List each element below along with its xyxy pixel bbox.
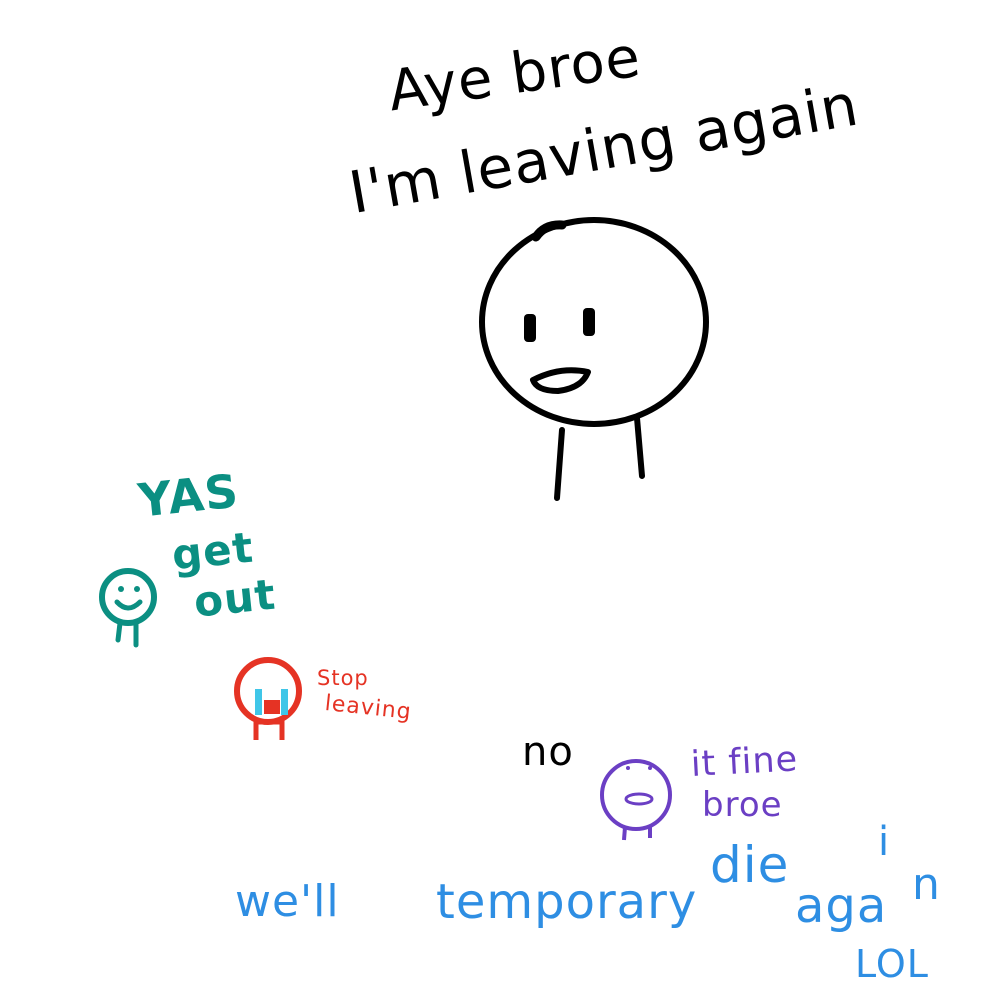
red-figure-mouth xyxy=(264,700,280,714)
purple-figure xyxy=(600,759,672,841)
main-figure-mouth xyxy=(530,367,591,394)
teal-figure-smile xyxy=(114,599,143,611)
teal-line-2: get xyxy=(169,522,256,580)
purple-figure-head xyxy=(600,759,672,831)
red-figure-legs xyxy=(253,719,285,740)
red-figure-right-tear xyxy=(281,689,288,715)
purple-line-1: it fine xyxy=(689,739,800,785)
teal-figure-left-leg xyxy=(115,620,123,643)
red-figure xyxy=(234,657,302,740)
teal-line-1: YAS xyxy=(135,463,242,528)
blue-word-temporary: temporary xyxy=(436,874,698,930)
red-figure-left-tear xyxy=(255,689,262,715)
main-figure-hair xyxy=(531,220,567,242)
blue-word-again-n: n xyxy=(912,859,941,910)
teal-figure-head xyxy=(99,568,157,626)
teal-figure-left-eye xyxy=(118,586,124,592)
purple-figure-left-leg xyxy=(622,826,627,841)
teal-line-3: out xyxy=(191,569,279,627)
main-figure-right-leg xyxy=(634,415,645,479)
purple-figure-left-eye xyxy=(626,766,630,770)
main-figure-head xyxy=(479,217,709,427)
red-line-1: Stop xyxy=(317,666,369,690)
purple-figure-right-eye xyxy=(648,766,652,770)
main-figure-right-eye xyxy=(583,308,595,336)
no-text: no xyxy=(522,729,574,775)
teal-figure-right-eye xyxy=(134,586,140,592)
teal-figure xyxy=(99,568,157,648)
main-figure xyxy=(479,217,709,501)
blue-word-well: we'll xyxy=(235,876,340,927)
purple-figure-mouth xyxy=(624,792,654,806)
main-figure-left-leg xyxy=(554,427,565,501)
blue-word-die: die xyxy=(710,836,790,894)
blue-word-again-i: i xyxy=(878,819,891,865)
blue-word-again-aga: aga xyxy=(795,878,888,934)
blue-word-lol: LOL xyxy=(855,942,929,986)
main-figure-left-eye xyxy=(524,314,536,342)
purple-line-2: broe xyxy=(702,785,783,825)
